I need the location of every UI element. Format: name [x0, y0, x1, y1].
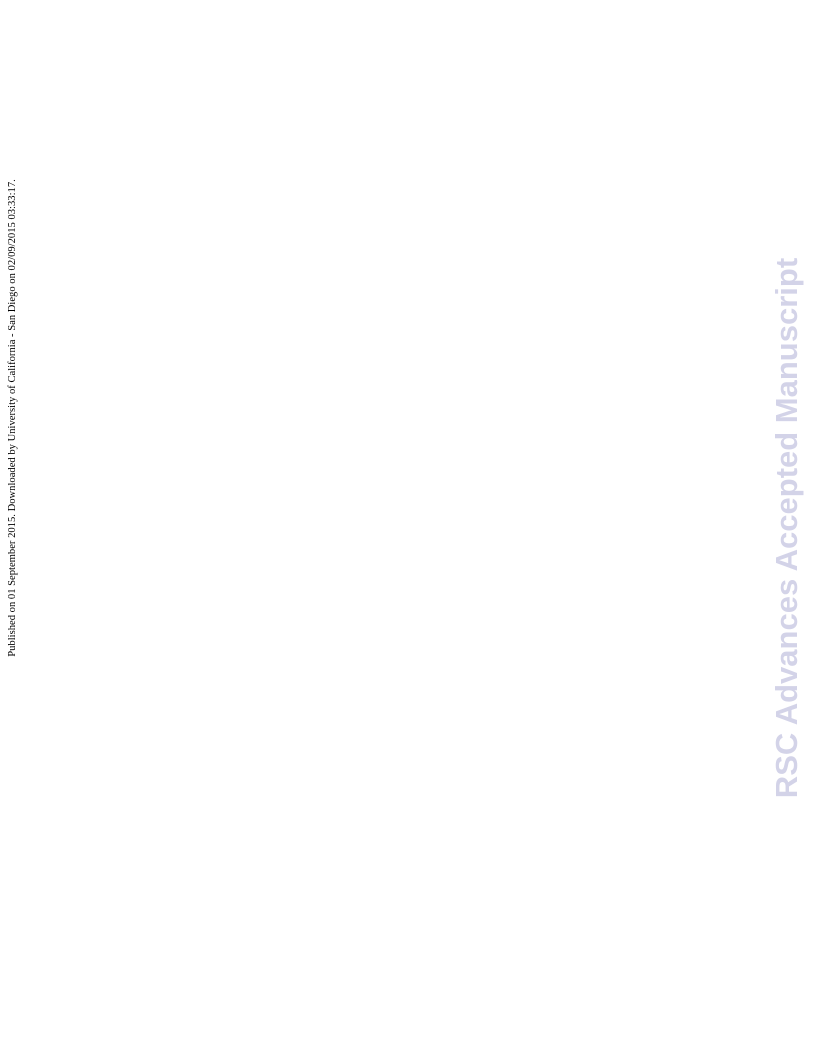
- accepted-manuscript-watermark: RSC Advances Accepted Manuscript: [769, 257, 804, 799]
- download-notice: Published on 01 September 2015. Download…: [7, 179, 18, 657]
